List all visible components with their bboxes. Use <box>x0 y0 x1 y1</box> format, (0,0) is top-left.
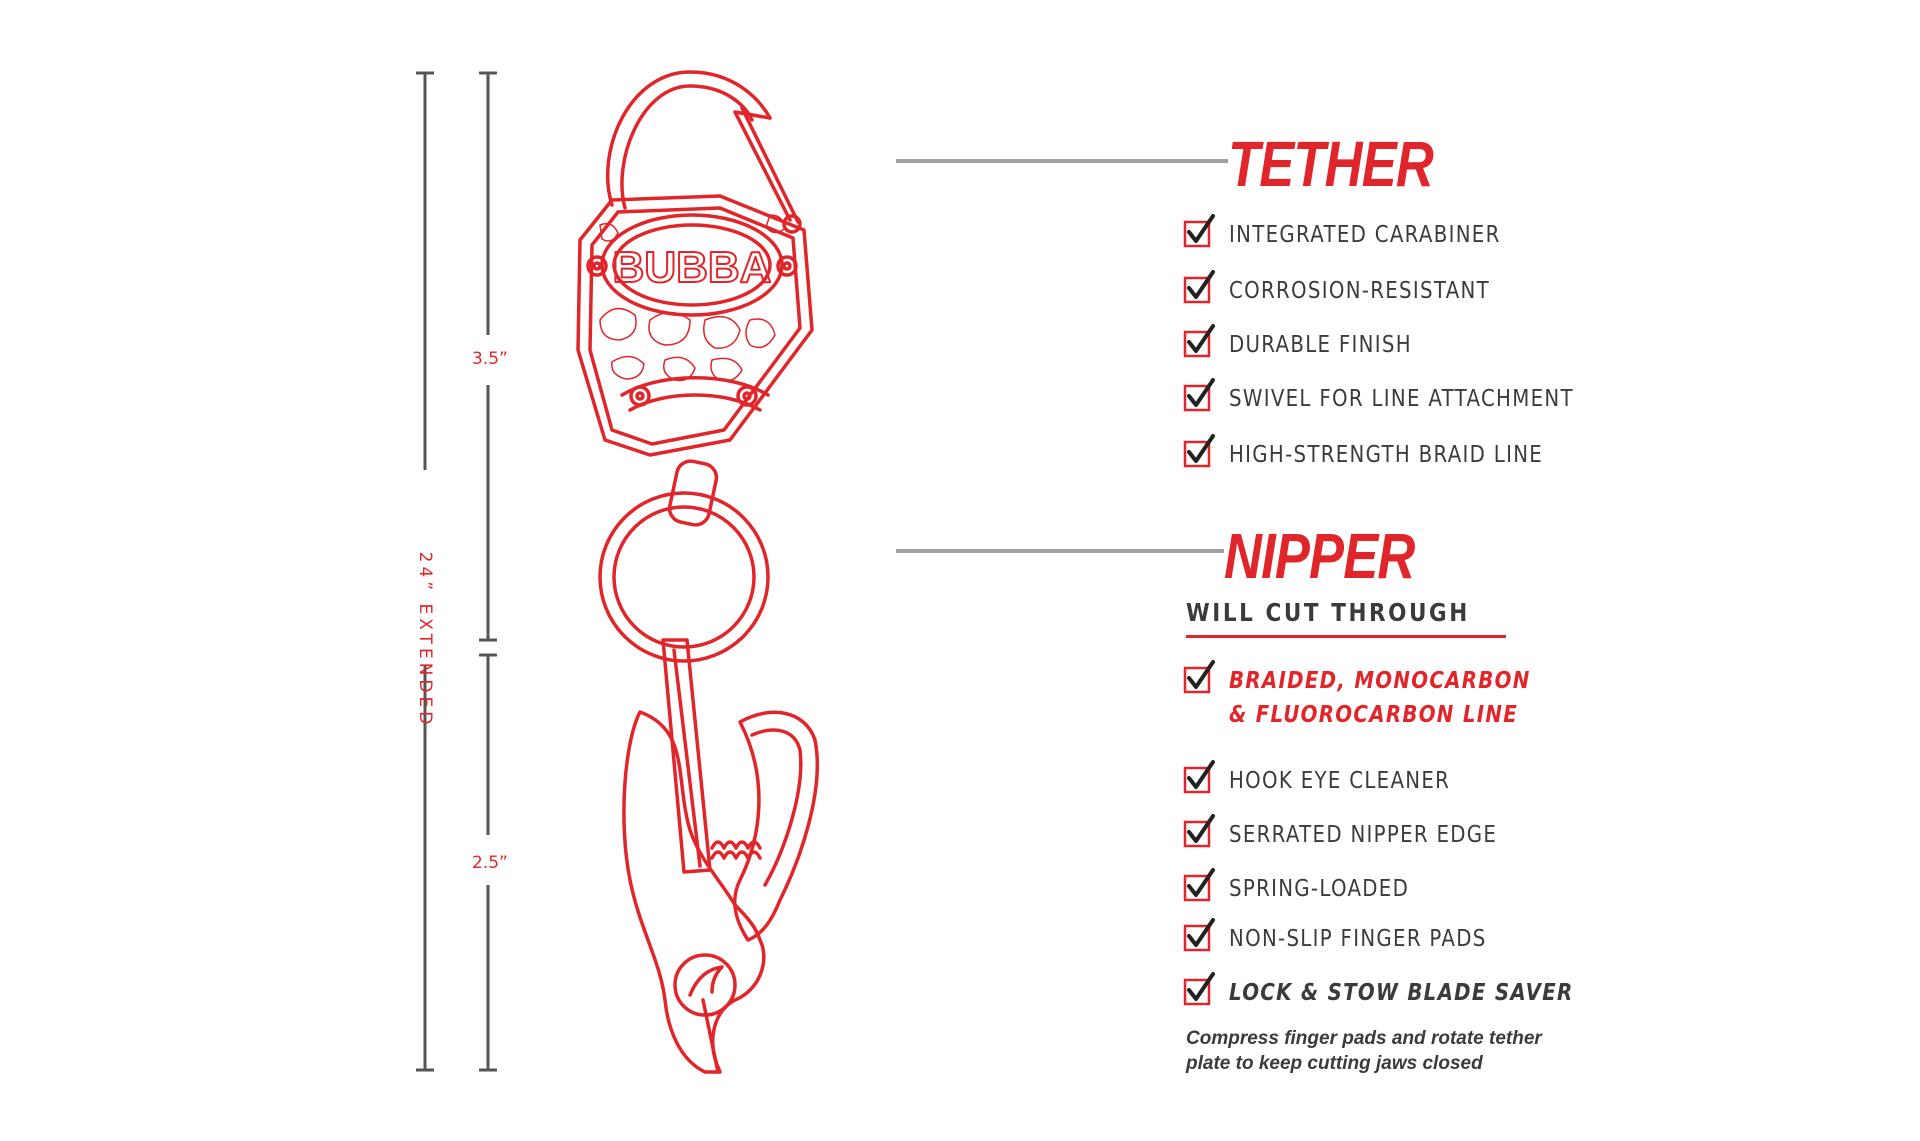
note-line-1: Compress finger pads and rotate tether <box>1186 1028 1542 1049</box>
checkbox-check-icon <box>1183 918 1215 952</box>
feature-label: HOOK EYE CLEANER <box>1229 768 1451 794</box>
blade-saver-note: Compress finger pads and rotate tether p… <box>1186 1026 1546 1076</box>
cut-line-label-1: BRAIDED, MONOCARBON <box>1229 668 1531 694</box>
checkbox-check-icon <box>1183 972 1215 1006</box>
checkbox-check-icon <box>1183 868 1215 902</box>
checkbox-check-icon <box>1183 378 1215 412</box>
checkbox-check-icon <box>1183 434 1215 468</box>
dimension-lines <box>416 71 497 1072</box>
logo-text: BUBBA <box>613 243 772 292</box>
dimension-top-label: 3.5” <box>472 349 508 369</box>
feature-label: INTEGRATED CARABINER <box>1229 222 1501 248</box>
callout-lines <box>896 159 1228 553</box>
note-line-2: plate to keep cutting jaws closed <box>1186 1053 1483 1074</box>
dimension-bottom-label: 2.5” <box>472 853 508 873</box>
checkbox-check-icon <box>1183 760 1215 794</box>
nipper-heading: NIPPER <box>1224 520 1415 592</box>
dimension-total-label: 24” EXTENDED <box>415 551 435 729</box>
feature-label: SWIVEL FOR LINE ATTACHMENT <box>1229 386 1574 412</box>
checkbox-check-icon <box>1183 324 1215 358</box>
feature-label: HIGH-STRENGTH BRAID LINE <box>1229 442 1544 468</box>
checkbox-check-icon <box>1183 660 1215 694</box>
checkbox-check-icon <box>1183 814 1215 848</box>
feature-label: NON-SLIP FINGER PADS <box>1229 926 1487 952</box>
cut-line-label-2: & FLUOROCARBON LINE <box>1229 702 1519 728</box>
tether-nipper-drawing: BUBBA <box>576 70 820 1074</box>
subheading-rule <box>1186 635 1506 638</box>
checkbox-check-icon <box>1183 214 1215 248</box>
feature-label: SPRING-LOADED <box>1229 876 1410 902</box>
nipper-subheading: WILL CUT THROUGH <box>1186 598 1470 627</box>
feature-label: CORROSION-RESISTANT <box>1229 278 1490 304</box>
feature-label: SERRATED NIPPER EDGE <box>1229 822 1498 848</box>
tether-heading: TETHER <box>1228 128 1434 200</box>
feature-label: DURABLE FINISH <box>1229 332 1412 358</box>
checkbox-check-icon <box>1183 270 1215 304</box>
feature-label: LOCK & STOW BLADE SAVER <box>1229 980 1574 1006</box>
